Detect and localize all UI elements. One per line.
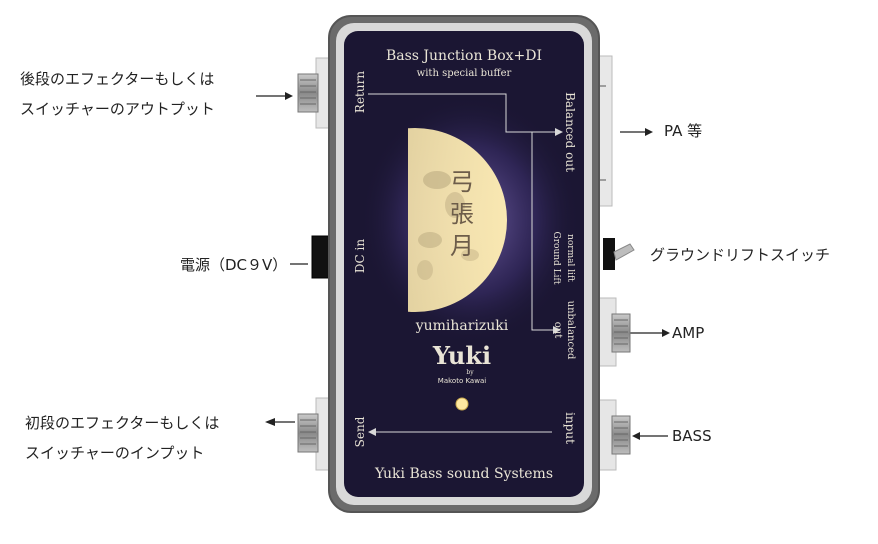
ground-lift-toggle[interactable]: [603, 238, 635, 270]
input-jack[interactable]: [597, 399, 631, 471]
return-source-line2: スイッチャーのアウトプット: [20, 100, 215, 118]
arrowhead-balanced: [555, 128, 563, 136]
unbalanced-out-jack[interactable]: [597, 297, 631, 367]
return-source-label: 後段のエフェクターもしくは スイッチャーのアウトプット: [20, 64, 215, 124]
panel-subtitle: with special buffer: [417, 68, 512, 79]
arrow-to-pa: [620, 128, 653, 136]
arrow-into-return: [256, 92, 293, 100]
maker-name: Makoto Kawai: [438, 377, 486, 385]
romaji-name: yumiharizuki: [415, 318, 509, 334]
power-label: 電源（DC９V）: [180, 256, 288, 274]
signal-path: [368, 93, 555, 433]
amp-label: AMP: [672, 324, 705, 342]
return-source-line1: 後段のエフェクターもしくは: [20, 70, 215, 88]
send-destination-line2: スイッチャーのインプット: [25, 444, 205, 462]
arrow-to-amp: [630, 329, 670, 337]
moon-char-3: 月: [450, 232, 474, 260]
bass-label: BASS: [672, 427, 712, 445]
label-dc-in: DC in: [353, 239, 367, 273]
moon-graphic: [360, 95, 580, 345]
label-unbalanced: unbalanced: [565, 301, 576, 360]
label-normal-lift: normal lift: [565, 234, 575, 282]
moon-char-2: 張: [450, 200, 474, 228]
send-destination-line1: 初段のエフェクターもしくは: [25, 414, 220, 432]
label-ground-lift: Ground Lift: [551, 232, 561, 285]
label-balanced-out: Balanced out: [563, 92, 577, 172]
label-input: input: [563, 412, 577, 444]
brand-name: Yuki Bass sound Systems: [374, 466, 553, 482]
arrowhead-send: [368, 428, 376, 436]
pa-label: PA 等: [664, 122, 703, 140]
led-indicator: [455, 397, 469, 411]
label-return: Return: [353, 71, 367, 113]
moon-char-1: 弓: [450, 168, 474, 196]
label-unbalanced-out: out: [552, 322, 563, 338]
arrowhead-unbalanced: [553, 326, 561, 334]
ground-lift-label: グラウンドリフトスイッチ: [650, 246, 831, 264]
yuki-logo: Yuki: [432, 341, 491, 370]
panel-title: Bass Junction Box+DI: [386, 48, 542, 64]
by-text: by: [466, 369, 474, 376]
send-destination-label: 初段のエフェクターもしくは スイッチャーのインプット: [25, 408, 219, 468]
label-send: Send: [353, 416, 367, 447]
arrow-from-bass: [632, 432, 668, 440]
arrow-from-send: [265, 418, 295, 426]
xlr-balanced-out[interactable]: [597, 55, 613, 207]
